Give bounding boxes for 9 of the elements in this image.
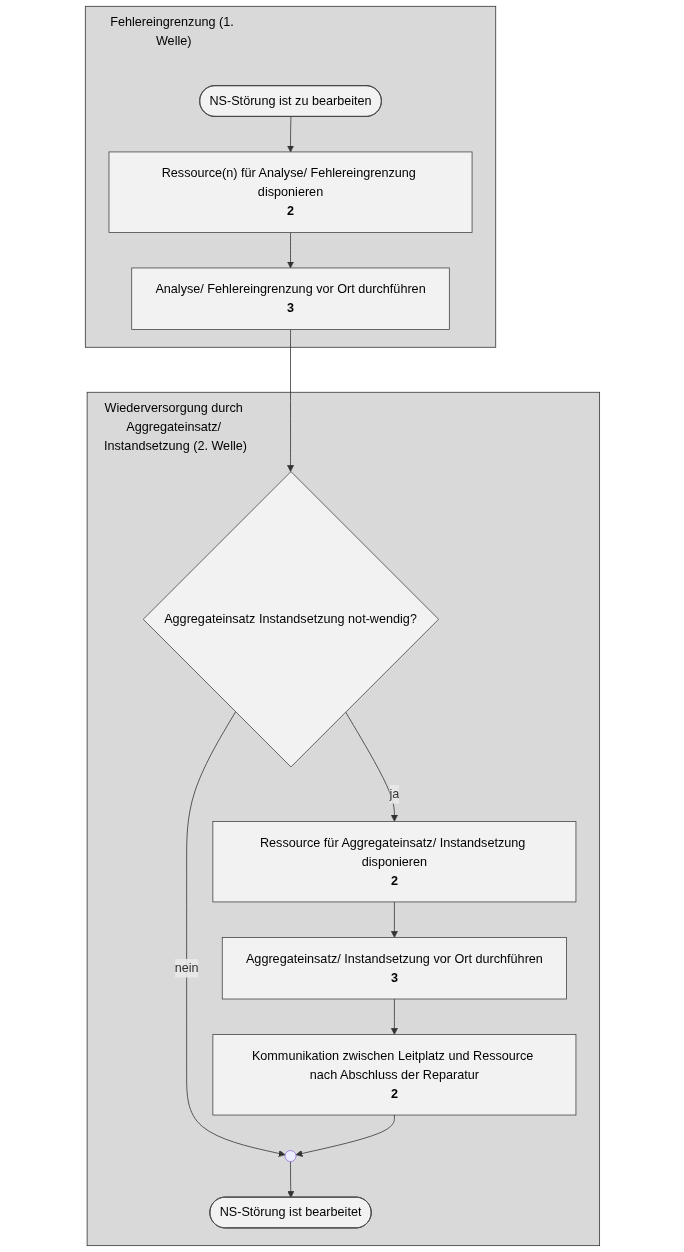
edge-label: ja <box>389 787 399 801</box>
node-box: Ressource(n) für Analyse/ Fehlereingrenzung disponieren 2 <box>108 151 472 233</box>
node-circle <box>284 1150 296 1162</box>
node-box: Analyse/ Fehlereingrenzung vor Ort durchführen 3 <box>130 267 450 330</box>
node-box: Kommunikation zwischen Leitplatz und Ressource nach Abschluss der Reparatur 2 <box>212 1034 576 1116</box>
node-box: Aggregateinsatz/ Instandsetzung vor Ort durchführen 3 <box>221 937 567 1000</box>
node-box: Ressource für Aggregateinsatz/ Instandsetzung disponieren 2 <box>212 821 576 903</box>
edge-label: nein <box>174 961 199 975</box>
node-diamond: Aggregateinsatz Instandsetzung not-wendig? <box>142 471 439 768</box>
